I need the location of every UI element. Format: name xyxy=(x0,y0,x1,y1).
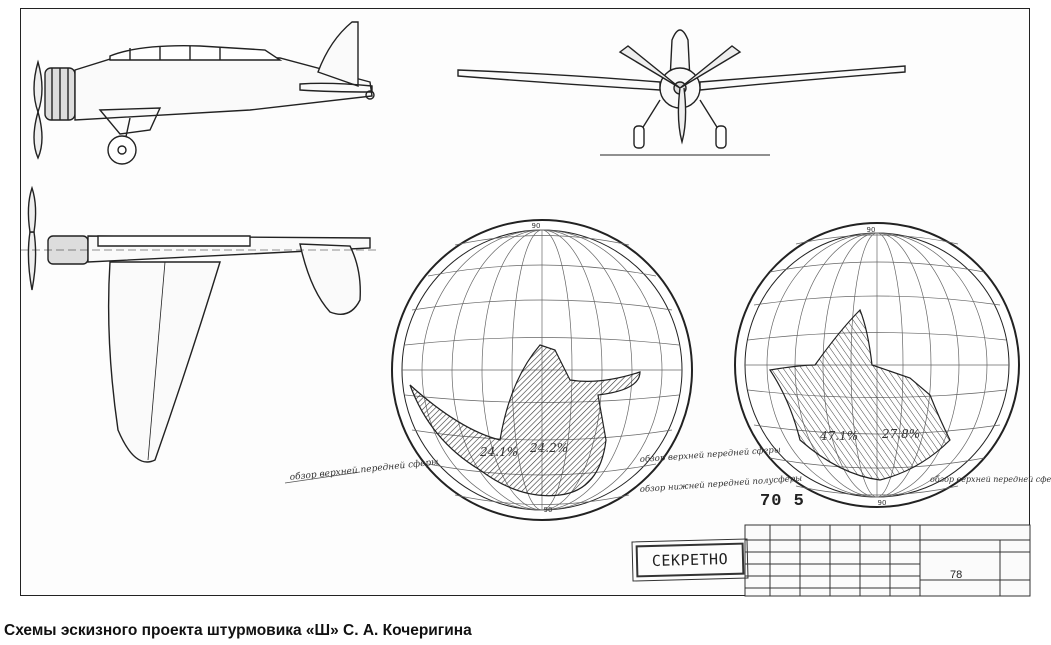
sheet-number: 78 xyxy=(950,569,963,581)
aircraft-front-view xyxy=(457,29,906,156)
annotation-right: обзор верхней передней сферы xyxy=(930,475,1051,484)
svg-text:90: 90 xyxy=(867,226,876,234)
right-percent-a: 47.1% xyxy=(819,429,858,443)
visibility-diagram-right: 90 90 47.1% 27.8% xyxy=(734,222,1020,508)
svg-text:90: 90 xyxy=(544,506,553,514)
left-percent-a: 24.1% xyxy=(479,445,518,459)
archive-number: 70 5 xyxy=(760,492,805,511)
aircraft-top-view xyxy=(20,185,380,463)
secret-stamp: СЕКРЕТНО xyxy=(631,538,749,582)
right-percent-b: 27.8% xyxy=(881,427,920,441)
svg-text:90: 90 xyxy=(878,499,887,507)
figure-caption: Схемы эскизного проекта штурмовика «Ш» С… xyxy=(4,622,472,639)
technical-drawing: 90 90 24.1% 24.2% 90 90 47.1% 27.8% xyxy=(20,21,1051,597)
svg-text:90: 90 xyxy=(532,222,541,230)
annotation-left: обзор верхней передней сферы xyxy=(289,456,439,483)
left-percent-b: 24.2% xyxy=(529,441,568,455)
title-block xyxy=(744,524,1031,597)
aircraft-side-view xyxy=(33,21,375,165)
visibility-diagram-left: 90 90 24.1% 24.2% xyxy=(391,219,693,521)
